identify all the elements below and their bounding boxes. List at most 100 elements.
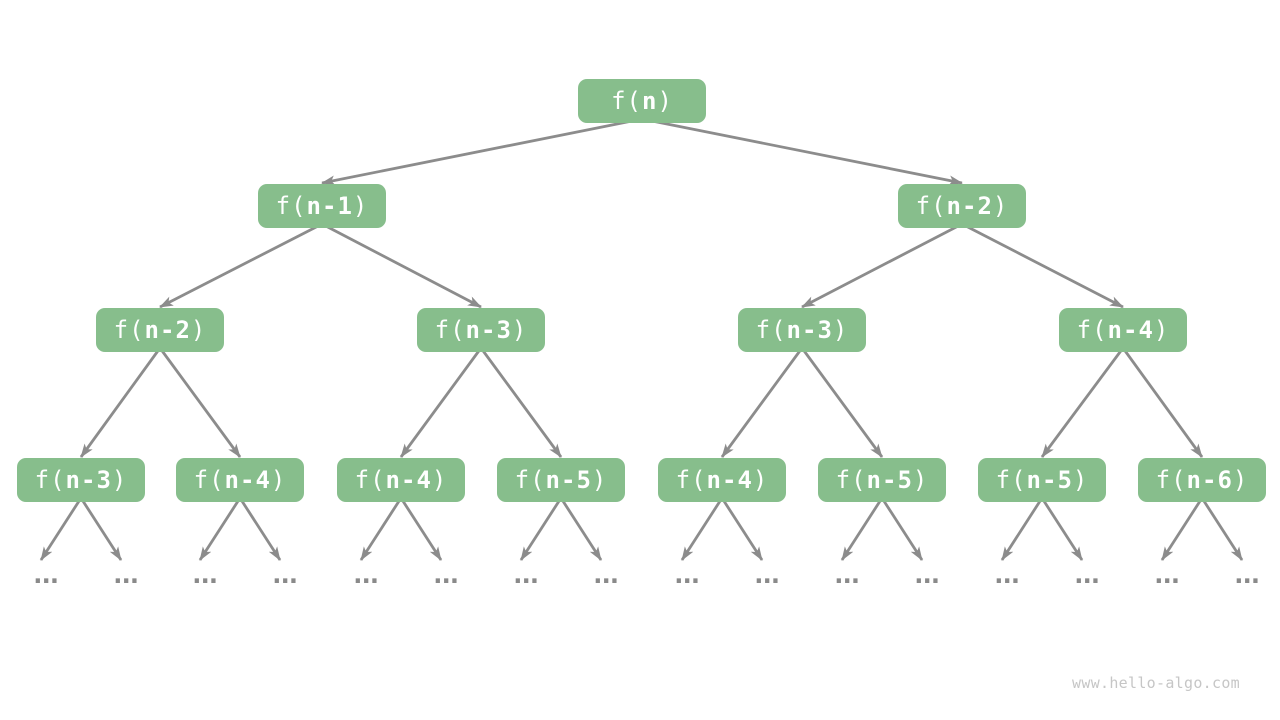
label-suffix: ) [1072,466,1089,494]
edge [1160,497,1204,561]
edge [840,497,884,561]
tree-node: f(n-3) [417,308,545,352]
label-prefix: f( [193,466,225,494]
label-arg: n-3 [786,316,833,344]
tree-node: f(n-3) [17,458,145,502]
edge [321,117,643,186]
ellipsis: ... [429,560,462,590]
label-suffix: ) [190,316,207,344]
label-suffix: ) [431,466,448,494]
ellipsis: ... [750,560,783,590]
ellipsis: ... [910,560,943,590]
label-prefix: f( [514,466,546,494]
edge [238,497,282,561]
label-arg: n-6 [1186,466,1233,494]
tree-node: f(n-4) [1059,308,1187,352]
ellipsis: ... [990,560,1023,590]
edge [159,222,323,309]
label-prefix: f( [113,316,145,344]
label-prefix: f( [275,192,307,220]
tree-node: f(n-5) [818,458,946,502]
edge [961,222,1124,309]
label-prefix: f( [995,466,1027,494]
label-suffix: ) [657,87,673,115]
label-arg: n-5 [545,466,592,494]
tree-node: f(n-2) [96,308,224,352]
label-suffix: ) [352,192,369,220]
ellipsis: ... [1150,560,1183,590]
label-prefix: f( [755,316,787,344]
label-arg: n-4 [706,466,753,494]
label-suffix: ) [1153,316,1170,344]
ellipsis: ... [589,560,622,590]
ellipsis: ... [1070,560,1103,590]
label-arg: n-1 [306,192,353,220]
edge [158,347,242,458]
label-suffix: ) [752,466,769,494]
edge [1121,347,1204,458]
tree-node: f(n-5) [978,458,1106,502]
tree-node: f(n-4) [176,458,304,502]
edge [519,497,563,561]
label-prefix: f( [434,316,466,344]
ellipsis: ... [509,560,542,590]
edge [1040,497,1084,561]
edge [479,347,563,458]
edge [720,347,804,458]
ellipsis: ... [188,560,221,590]
label-arg: n-4 [385,466,432,494]
label-prefix: f( [34,466,66,494]
label-arg: n-3 [465,316,512,344]
label-suffix: ) [832,316,849,344]
label-prefix: f( [835,466,867,494]
ellipsis: ... [109,560,142,590]
ellipsis: ... [29,560,62,590]
label-prefix: f( [1076,316,1108,344]
label-suffix: ) [111,466,128,494]
edge [801,222,963,309]
tree-node: f(n-4) [337,458,465,502]
edge [399,347,483,458]
edge [800,347,884,458]
edge [359,497,403,561]
label-arg: n-4 [224,466,271,494]
edge [880,497,924,561]
label-suffix: ) [591,466,608,494]
label-arg: n-3 [65,466,112,494]
label-prefix: f( [1155,466,1187,494]
tree-node: f(n-6) [1138,458,1266,502]
ellipsis: ... [670,560,703,590]
edge [1200,497,1244,561]
label-arg: n-5 [866,466,913,494]
ellipsis: ... [1230,560,1263,590]
edge [720,497,764,561]
ellipsis: ... [349,560,382,590]
tree-node: f(n-5) [497,458,625,502]
edge-group [39,117,1244,561]
label-suffix: ) [912,466,929,494]
label-prefix: f( [611,87,642,115]
label-prefix: f( [915,192,947,220]
ellipsis: ... [268,560,301,590]
edge [1040,347,1125,458]
edge [79,497,123,561]
label-arg: n-2 [144,316,191,344]
tree-node: f(n-4) [658,458,786,502]
tree-node-root: f(n) [578,79,706,123]
label-suffix: ) [270,466,287,494]
tree-node: f(n-2) [898,184,1026,228]
watermark: www.hello-algo.com [1072,674,1240,692]
label-arg: n-2 [946,192,993,220]
edge [680,497,724,561]
edge [321,222,482,309]
edge [399,497,443,561]
label-suffix: ) [1232,466,1249,494]
label-arg: n [642,87,658,115]
label-suffix: ) [511,316,528,344]
label-suffix: ) [992,192,1009,220]
ellipsis: ... [830,560,863,590]
edge [198,497,242,561]
edge [79,347,162,458]
